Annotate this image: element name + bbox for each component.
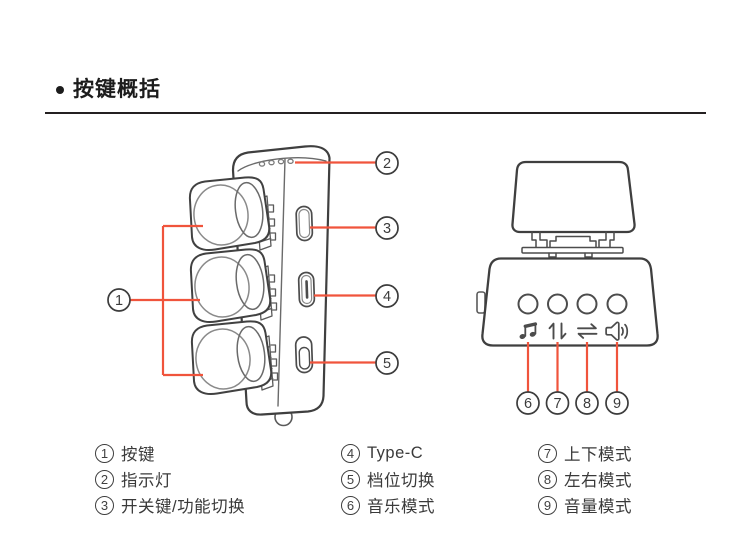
type-c-port[interactable] — [297, 271, 316, 308]
legend-item-3: 3 开关键/功能切换 — [95, 492, 245, 518]
legend-num-4: 4 — [341, 443, 360, 463]
legend-label-7: 上下模式 — [564, 446, 632, 464]
legend-item-9: 9 音量模式 — [538, 492, 632, 518]
svg-text:8: 8 — [583, 396, 591, 412]
svg-text:7: 7 — [553, 396, 561, 412]
callout-badge-7: 7 — [545, 391, 570, 415]
legend-label-3: 开关键/功能切换 — [121, 498, 246, 516]
callout-badge-5: 5 — [375, 351, 399, 375]
speaker-icon — [605, 321, 629, 341]
legend-column-2: 4 Type-C 5 档位切换 6 音乐模式 — [341, 440, 435, 518]
left-device-figure — [188, 145, 331, 427]
legend-item-8: 8 左右模式 — [538, 466, 632, 492]
legend-label-1: 按键 — [121, 446, 155, 464]
legend-item-5: 5 档位切换 — [341, 466, 435, 492]
callout-badge-4: 4 — [375, 284, 399, 308]
callout-badge-2: 2 — [375, 151, 399, 175]
svg-text:4: 4 — [383, 289, 391, 305]
indicator-lights — [258, 158, 294, 167]
legend-num-8: 8 — [538, 469, 557, 489]
legend-column-1: 1 按键 2 指示灯 3 开关键/功能切换 — [95, 440, 245, 518]
legend-label-6: 音乐模式 — [367, 498, 435, 516]
device-top-edge — [237, 157, 327, 172]
legend-num-1: 1 — [95, 443, 114, 463]
callout-badge-9: 9 — [605, 391, 629, 415]
legend-item-7: 7 上下模式 — [538, 440, 632, 466]
callout-lines — [130, 161, 619, 392]
callout-badge-8: 8 — [575, 391, 599, 415]
svg-text:1: 1 — [115, 293, 123, 309]
legend-item-6: 6 音乐模式 — [341, 492, 435, 518]
device-corner-edge — [277, 158, 286, 407]
legend-item-2: 2 指示灯 — [95, 466, 245, 492]
base-side-tab — [476, 291, 486, 314]
legend-column-3: 7 上下模式 8 左右模式 9 音量模式 — [538, 440, 632, 518]
svg-text:6: 6 — [524, 396, 532, 412]
svg-text:9: 9 — [613, 396, 621, 412]
legend-num-9: 9 — [538, 495, 557, 515]
power-function-button[interactable] — [295, 205, 314, 242]
svg-text:2: 2 — [383, 156, 391, 172]
legend-label-5: 档位切换 — [367, 472, 435, 490]
keycap-1[interactable] — [188, 176, 271, 251]
svg-text:5: 5 — [383, 356, 391, 372]
device-base — [481, 257, 659, 347]
legend-num-7: 7 — [538, 443, 557, 463]
bullet-icon — [56, 85, 64, 94]
callout-badge-1: 1 — [107, 288, 131, 312]
legend-item-1: 1 按键 — [95, 440, 245, 466]
callout-bracket-1 — [161, 224, 203, 377]
swap-arrows-icon — [577, 323, 598, 339]
gear-switch[interactable] — [294, 336, 314, 374]
legend-num-3: 3 — [95, 495, 114, 515]
mode-indicator-lights — [517, 293, 628, 315]
legend-label-4: Type-C — [367, 443, 424, 462]
up-down-arrows-icon — [548, 322, 567, 340]
keycap-2[interactable] — [189, 248, 272, 323]
callout-badge-6: 6 — [516, 391, 540, 415]
legend-num-5: 5 — [341, 469, 360, 489]
svg-text:3: 3 — [383, 221, 391, 237]
section-title: 按键概括 — [73, 78, 161, 101]
legend-label-2: 指示灯 — [121, 472, 172, 490]
knob-stem — [521, 231, 624, 258]
section-title-row: 按键概括 — [56, 79, 161, 100]
knob-keycap[interactable] — [511, 160, 636, 234]
title-divider — [45, 112, 706, 115]
music-note-icon — [519, 322, 538, 339]
legend-num-2: 2 — [95, 469, 114, 489]
legend-item-4: 4 Type-C — [341, 440, 435, 466]
callout-badge-3: 3 — [375, 216, 399, 240]
right-device-figure — [476, 160, 659, 347]
keycap-3[interactable] — [190, 320, 273, 395]
callout-badges: 1 2 3 4 5 6 7 — [107, 151, 629, 415]
legend-label-9: 音量模式 — [564, 498, 632, 516]
legend: 1 按键 2 指示灯 3 开关键/功能切换 4 Type-C 5 档位切换 6 — [0, 440, 750, 520]
legend-num-6: 6 — [341, 495, 360, 515]
legend-label-8: 左右模式 — [564, 472, 632, 490]
